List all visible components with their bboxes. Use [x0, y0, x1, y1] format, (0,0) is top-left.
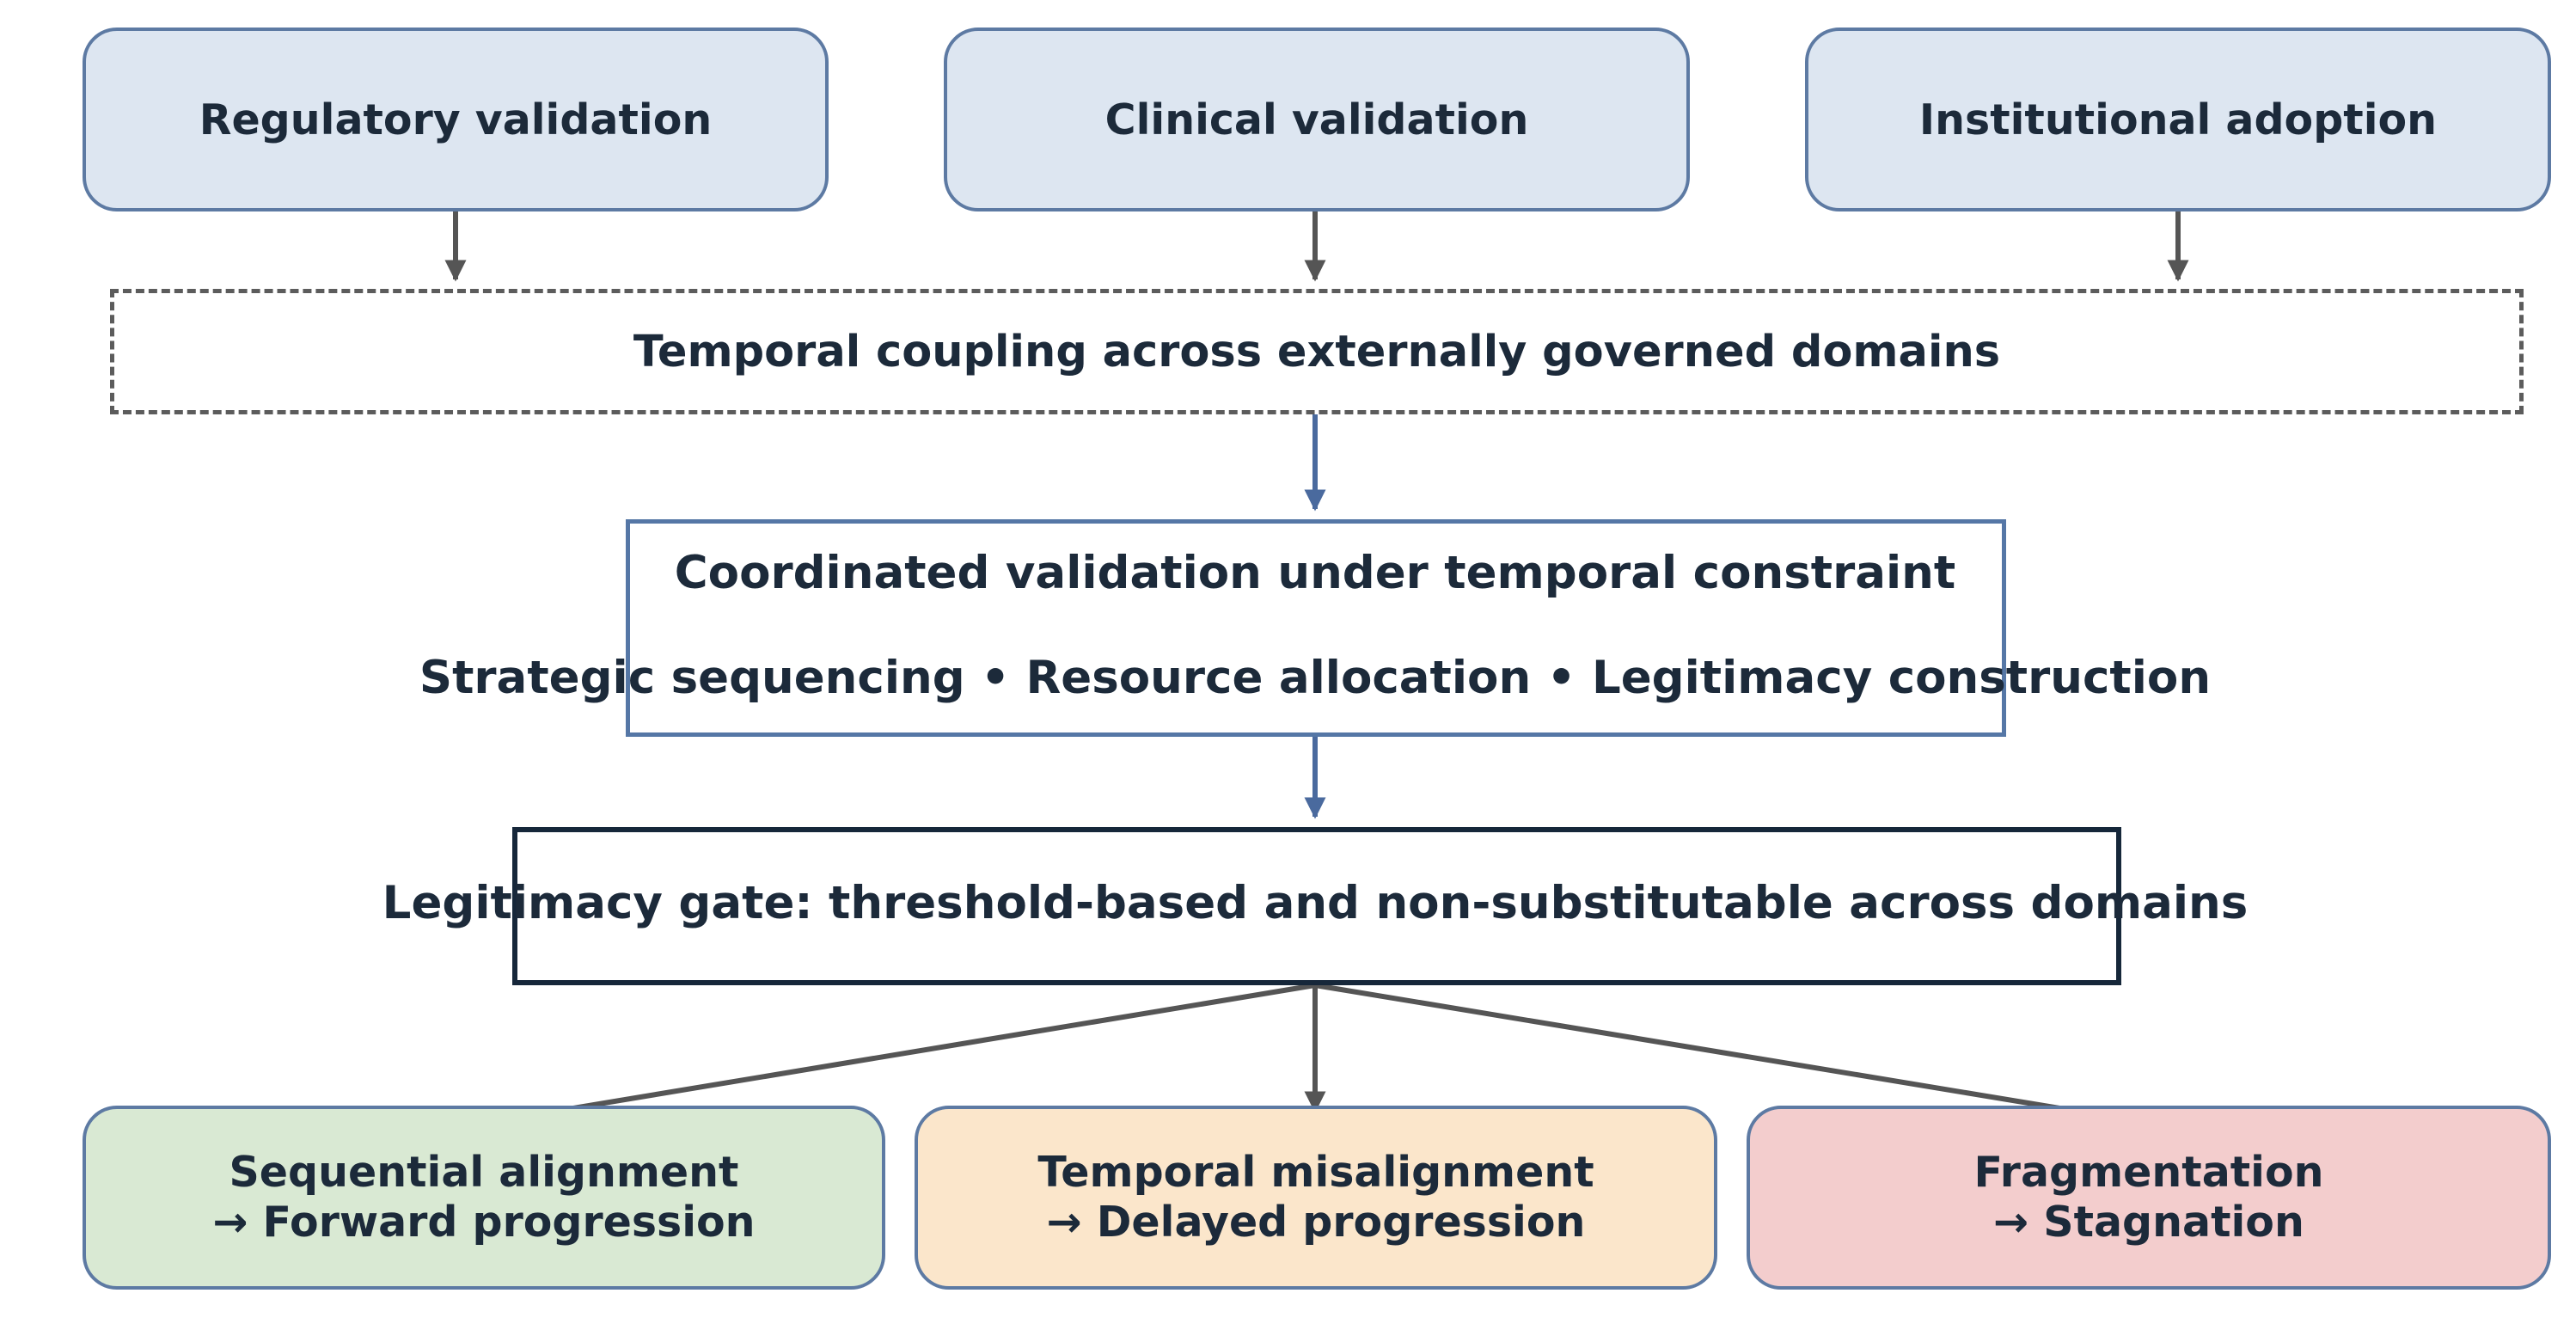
coordinated-validation-box [626, 519, 2006, 737]
outcome-misalignment-line2: → Delayed progression [1046, 1198, 1586, 1247]
temporal-coupling-label: Temporal coupling across externally gove… [633, 326, 2001, 377]
clinical-validation-box: Clinical validation [944, 28, 1690, 211]
institutional-adoption-box: Institutional adoption [1805, 28, 2551, 211]
outcome-fragmentation-line2: → Stagnation [1993, 1198, 2304, 1247]
outcome-fragmentation-line1: Fragmentation [1973, 1148, 2324, 1197]
outcome-sequential-line1: Sequential alignment [229, 1148, 739, 1197]
legitimacy-gate-box [512, 827, 2121, 985]
coordinated-validation-subtitle: Strategic sequencing • Resource allocati… [419, 652, 2212, 704]
clinical-validation-label: Clinical validation [1104, 95, 1529, 144]
arrow-gate-to-sequential [493, 983, 1316, 1129]
regulatory-validation-label: Regulatory validation [199, 95, 713, 144]
outcome-misalignment-line1: Temporal misalignment [1037, 1148, 1594, 1197]
temporal-coupling-box: Temporal coupling across externally gove… [110, 289, 2524, 414]
outcome-sequential-alignment: Sequential alignment → Forward progressi… [83, 1106, 885, 1290]
outcome-sequential-line2: → Forward progression [212, 1198, 756, 1247]
institutional-adoption-label: Institutional adoption [1918, 95, 2438, 144]
arrow-gate-to-fragmentation [1314, 983, 2140, 1129]
legitimacy-gate-label: Legitimacy gate: threshold-based and non… [382, 877, 2249, 929]
coordinated-validation-title: Coordinated validation under temporal co… [674, 547, 1956, 599]
outcome-temporal-misalignment: Temporal misalignment → Delayed progress… [915, 1106, 1717, 1290]
outcome-fragmentation: Fragmentation → Stagnation [1747, 1106, 2551, 1290]
regulatory-validation-box: Regulatory validation [83, 28, 829, 211]
